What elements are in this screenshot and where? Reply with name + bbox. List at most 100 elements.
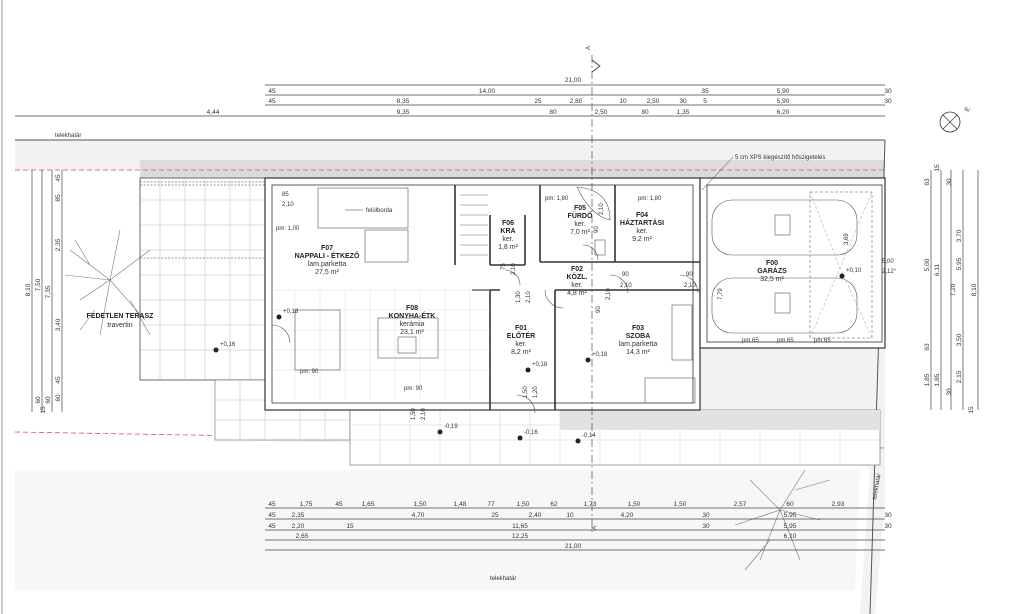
room-id: F06 bbox=[502, 220, 514, 227]
compass-label: É bbox=[964, 106, 972, 113]
dimension-bottom: 30 bbox=[702, 523, 710, 530]
dimension-right: 6,11 bbox=[934, 264, 941, 277]
dimension-top: 2,80 bbox=[570, 98, 583, 105]
door-dimension: 2,10 bbox=[684, 283, 696, 289]
dimension-right: 30 bbox=[946, 178, 953, 186]
dimension-top: 45 bbox=[268, 98, 276, 105]
dimension-top: 30 bbox=[884, 98, 892, 105]
dimension-bottom: 11,65 bbox=[512, 523, 528, 530]
sill-height: pm 65 bbox=[742, 338, 759, 344]
property-line-label-top: telekhatár bbox=[55, 133, 81, 139]
tree-symbol bbox=[64, 229, 831, 571]
dimension-top: 35 bbox=[701, 88, 709, 95]
level-mark: -0,16 bbox=[524, 430, 538, 436]
dimension-top: 80 bbox=[641, 109, 649, 116]
room-area: 23,1 m² bbox=[400, 329, 424, 336]
dimension-right: 1,85 bbox=[934, 373, 941, 386]
room-floor: ker. bbox=[502, 236, 513, 243]
dimension-top: 30 bbox=[884, 88, 892, 95]
sill-height: pm: 90 bbox=[300, 369, 319, 375]
dimension-left: 8,10 bbox=[25, 283, 32, 296]
section-marker-top: A bbox=[586, 46, 592, 50]
garage-dimension: 5,00 bbox=[882, 259, 894, 265]
garage-dimension: 7,79 bbox=[718, 288, 724, 300]
dimension-bottom: 1,50 bbox=[674, 501, 687, 508]
dimension-top: 25 bbox=[534, 98, 542, 105]
dimension-left: 2,35 bbox=[55, 238, 62, 251]
dimension-bottom: 1,73 bbox=[584, 501, 597, 508]
dimension-bottom: 1,50 bbox=[628, 501, 641, 508]
door-dimension: 2,10 bbox=[606, 288, 612, 300]
dimension-bottom: 62 bbox=[550, 501, 558, 508]
dimension-bottom: 2,40 bbox=[529, 512, 542, 519]
dimension-bottom: 1,48 bbox=[454, 501, 467, 508]
dimension-bottom: 2,65 bbox=[296, 533, 309, 540]
dimension-right: 8,10 bbox=[971, 283, 978, 296]
dimension-left: 85 bbox=[55, 194, 62, 202]
room-area: 8,2 m² bbox=[511, 349, 532, 356]
door-dimension: 90 bbox=[596, 306, 602, 313]
door-dimension: 2,10 bbox=[511, 263, 517, 275]
dimension-top: 14,00 bbox=[479, 88, 496, 95]
room-name: FÜRDŐ bbox=[568, 211, 593, 220]
dimension-top: 10 bbox=[619, 98, 627, 105]
dimension-bottom: 1,65 bbox=[362, 501, 375, 508]
dimension-right: 5,00 bbox=[924, 258, 931, 271]
dimension-left: 45 bbox=[55, 376, 62, 384]
dimension-lines bbox=[15, 84, 979, 551]
dimension-bottom: 45 bbox=[268, 512, 276, 519]
room-id: F07 bbox=[321, 245, 333, 252]
door-dimension: 1,50 bbox=[411, 408, 417, 420]
dimension-top: 30 bbox=[679, 98, 687, 105]
room-id: F04 bbox=[636, 212, 648, 219]
room-id: F01 bbox=[515, 325, 527, 332]
dimension-bottom: 6,10 bbox=[784, 533, 797, 540]
dimension-bottom: 77 bbox=[487, 501, 495, 508]
dimension-right: 3,70 bbox=[956, 229, 963, 242]
dimension-bottom: 2,57 bbox=[734, 501, 747, 508]
level-marker-icon bbox=[517, 435, 523, 441]
terrace-floor: travertin bbox=[107, 322, 132, 329]
sill-height: pm: 90 bbox=[404, 386, 423, 392]
level-marker-icon bbox=[525, 367, 531, 373]
dimension-right: 63 bbox=[924, 178, 931, 186]
room-name: SZOBA bbox=[626, 333, 651, 340]
dimension-bottom: 4,70 bbox=[412, 512, 425, 519]
dimension-top: 5 bbox=[703, 98, 707, 105]
dimension-top: 6,20 bbox=[777, 109, 790, 116]
dimension-bottom: 5,95 bbox=[784, 523, 797, 530]
door-dimension: 90 bbox=[594, 226, 600, 233]
dimension-right: 30 bbox=[946, 388, 953, 396]
room-floor: ker. bbox=[574, 221, 585, 228]
level-marker-icon bbox=[839, 273, 845, 279]
property-line-label-right: telekhatár bbox=[872, 473, 882, 500]
door-dimension: 2,10 bbox=[421, 408, 427, 420]
dimension-top: 2,50 bbox=[647, 98, 660, 105]
dimension-left: 7,35 bbox=[45, 285, 52, 298]
room-name: GARÁZS bbox=[757, 266, 787, 275]
level-marker-icon bbox=[437, 429, 443, 435]
door-dimension: 1,30 bbox=[516, 291, 522, 303]
level-mark: -0,14 bbox=[582, 433, 596, 439]
sill-height: pm 65 bbox=[814, 338, 831, 344]
garage-dimension: 2,12° bbox=[882, 269, 897, 275]
room-name: NAPPALI - ÉTKEZŐ bbox=[295, 251, 360, 260]
sill-height: pm: 1,80 bbox=[638, 196, 662, 202]
sill-height: pm: 1,00 bbox=[276, 226, 300, 232]
north-arrow: É bbox=[939, 106, 972, 133]
terrace-name: FEDETLEN TERASZ bbox=[87, 313, 155, 320]
dimension-top: 5,90 bbox=[777, 88, 790, 95]
dimension-top: 80 bbox=[549, 109, 557, 116]
sill-height: pm 65 bbox=[777, 338, 794, 344]
room-floor: ker. bbox=[636, 228, 647, 235]
door-dimension: 2,10 bbox=[599, 203, 605, 215]
room-area: 27,5 m² bbox=[315, 269, 339, 276]
level-marker-icon bbox=[575, 438, 581, 444]
door-dimension: 85 bbox=[282, 192, 289, 198]
insulation-note: 5 cm XPS kiegészítő hőszigetelés bbox=[735, 155, 825, 161]
rib-note: felülborda bbox=[366, 208, 393, 214]
room-id: F05 bbox=[574, 205, 586, 212]
section-marker-bottom: A bbox=[592, 526, 598, 530]
door-dimension: 90 bbox=[622, 272, 629, 278]
